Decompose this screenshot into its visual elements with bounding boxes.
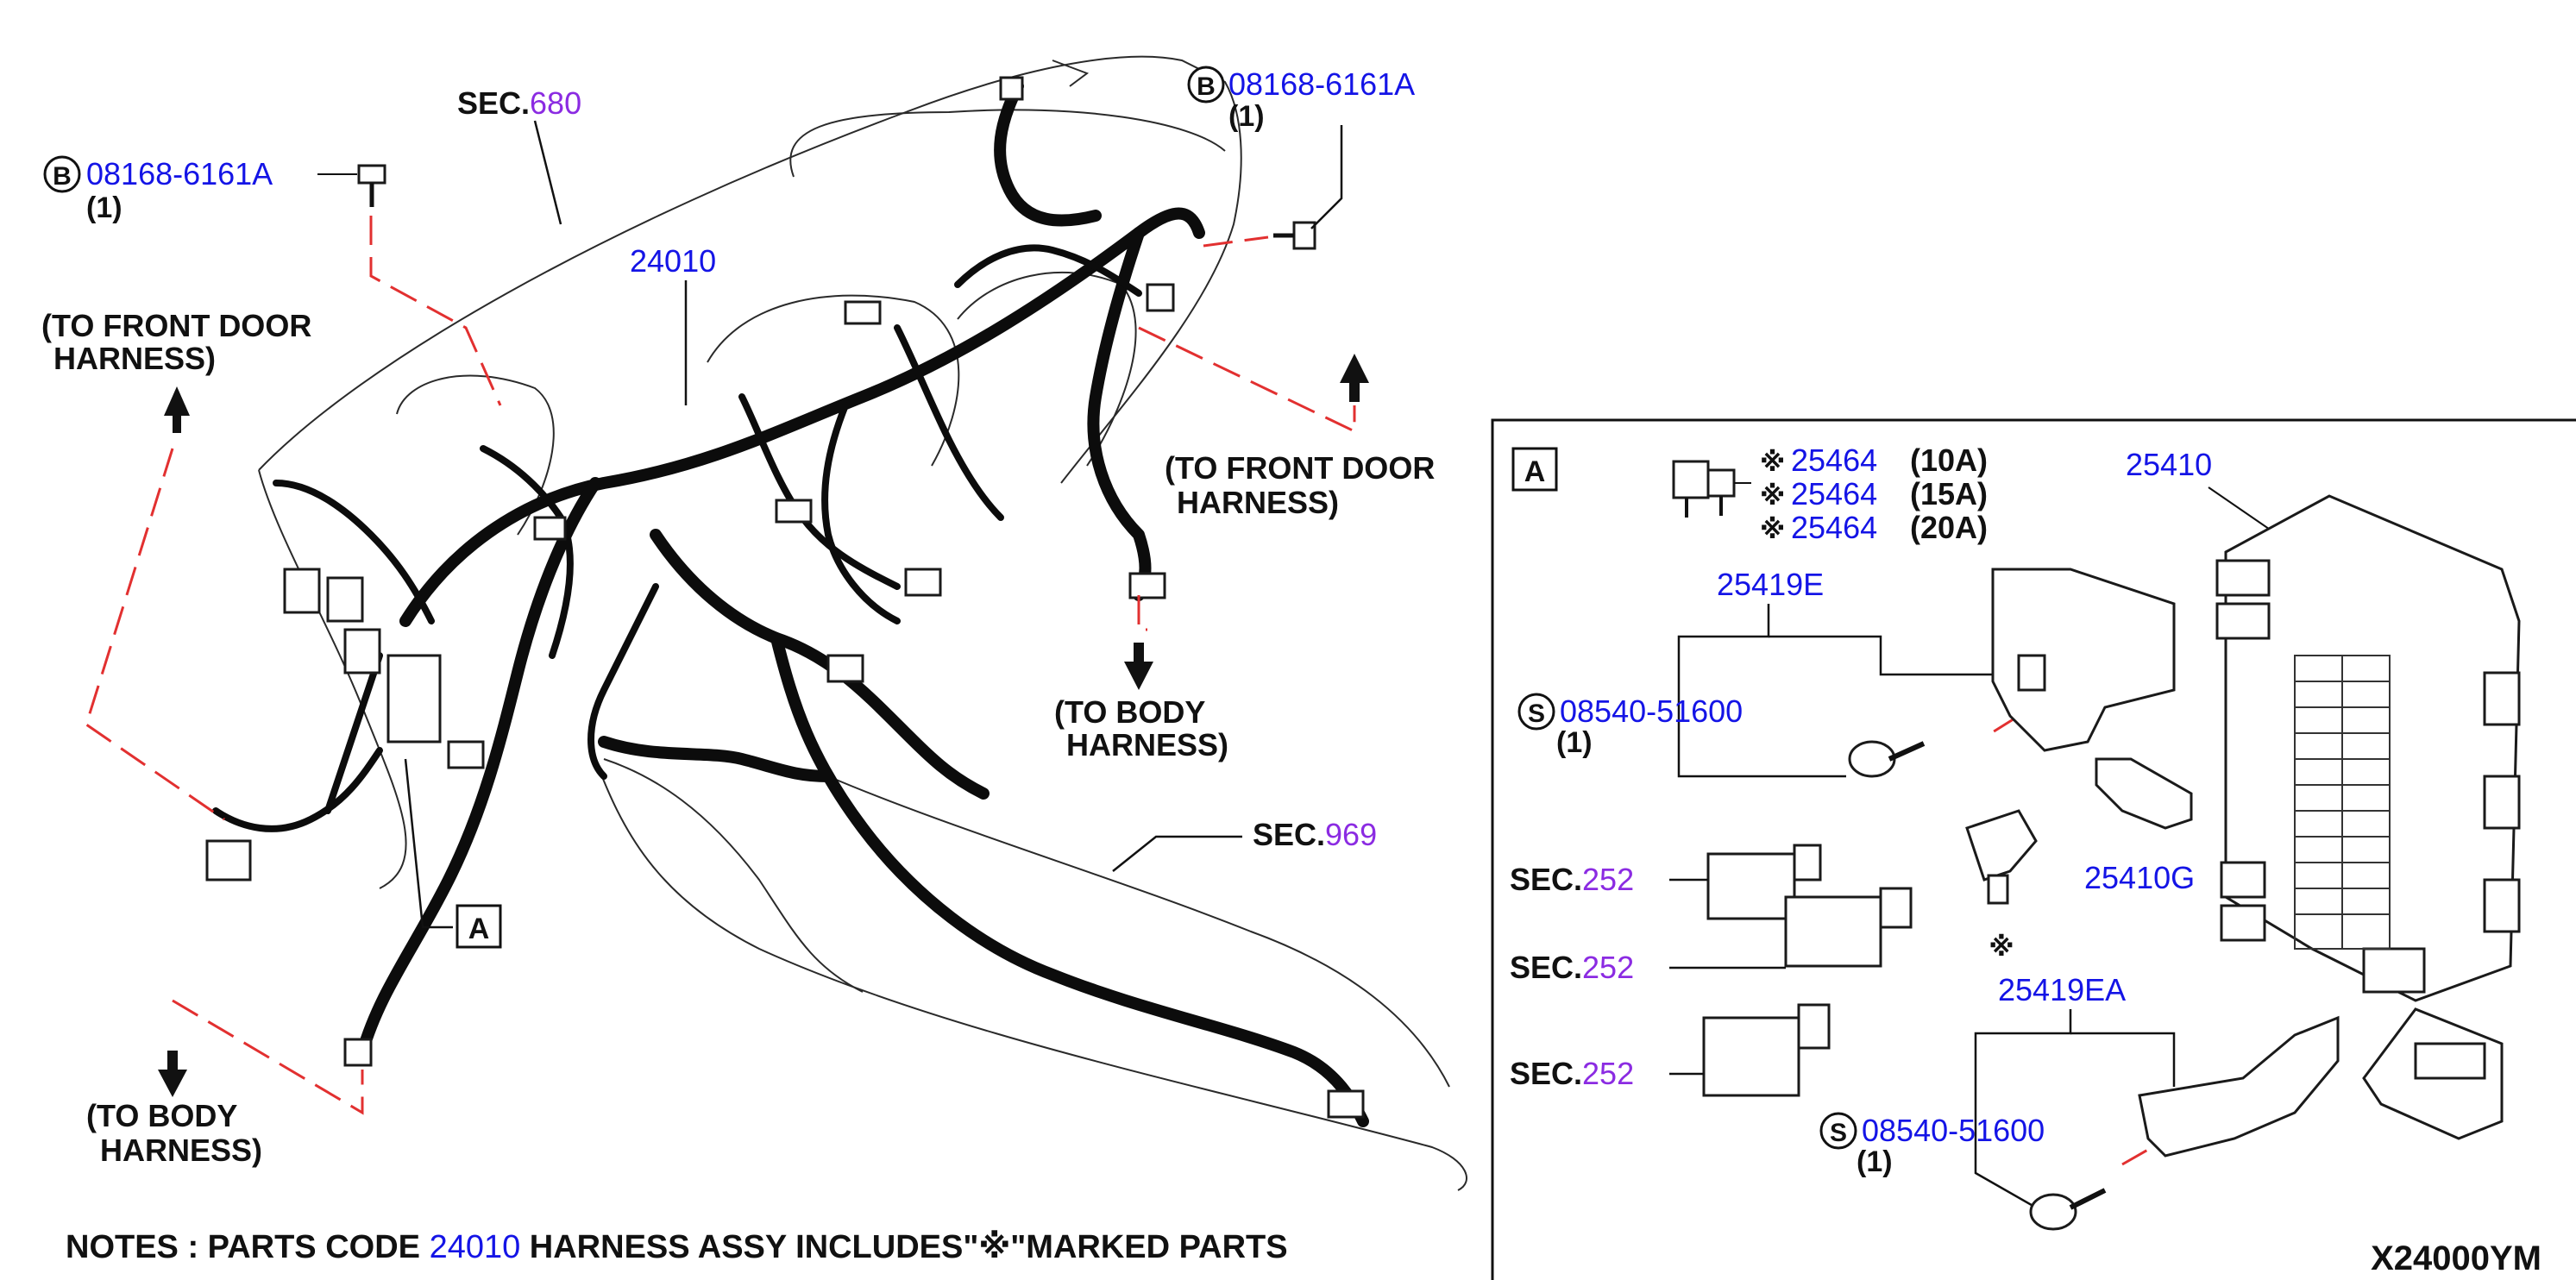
screw-bottom-callout[interactable]: S 08540-51600 (1) <box>1819 1112 2045 1178</box>
relay-2-sec-label[interactable]: SEC.252 <box>1510 950 1634 985</box>
bracket-bottom-icon[interactable] <box>2138 1015 2340 1158</box>
to-body-mid-line1: (TO BODY <box>1054 694 1205 730</box>
to-body-left-line2: HARNESS) <box>100 1133 262 1168</box>
fuse-icon[interactable] <box>1672 460 1736 518</box>
bolt-left-qty: (1) <box>86 191 123 224</box>
bracket-bottom-leader <box>1974 1009 2176 1209</box>
leader-lines <box>404 120 1343 929</box>
fuse-puller-icon[interactable] <box>1965 809 2038 905</box>
clip-icon[interactable] <box>2095 757 2193 830</box>
arrow-up-right-icon <box>1340 354 1369 402</box>
relay-3-icon[interactable] <box>1702 1003 1831 1097</box>
relay-1-icon[interactable] <box>1706 844 1822 920</box>
bolt-right-qty: (1) <box>1228 100 1265 133</box>
fuse-rating-10a: (10A) <box>1910 442 1988 478</box>
arrow-down-mid-icon <box>1124 643 1153 690</box>
bolt-right-callout[interactable]: B 08168-6161A (1) <box>1187 66 1415 133</box>
instrument-panel-outline <box>258 55 1467 1191</box>
fuse-part-15a[interactable]: 25464 <box>1791 476 1877 511</box>
to-body-left-line1: (TO BODY <box>86 1098 237 1133</box>
relay-leaders <box>1669 878 1786 1076</box>
sec-680-label[interactable]: SEC.680 <box>457 85 581 121</box>
main-harness-part-number[interactable]: 24010 <box>630 243 716 279</box>
main-harness-wires <box>212 80 1369 1127</box>
bolt-left-callout[interactable]: B 08168-6161A (1) <box>43 155 273 224</box>
diagram-code: X24000YM <box>2371 1239 2541 1277</box>
clip-part-number[interactable]: 25410G <box>2084 860 2195 895</box>
bracket-top-icon[interactable] <box>1991 568 2176 752</box>
detail-ref-left-label: A <box>468 913 490 945</box>
notes-line: NOTES : PARTS CODE 24010 HARNESS ASSY IN… <box>66 1229 1288 1265</box>
screw-top-qty: (1) <box>1556 726 1593 759</box>
to-body-mid-line2: HARNESS) <box>1066 727 1228 762</box>
sec-969-label[interactable]: SEC.969 <box>1253 817 1377 852</box>
fuse-item-15a[interactable]: ※ 25464 (15A) <box>1760 476 1988 511</box>
detail-a-panel <box>1491 418 2576 1280</box>
screw-bottom-icon[interactable] <box>2029 1188 2107 1231</box>
arrow-down-left-icon <box>158 1051 187 1097</box>
to-front-door-right-line2: HARNESS) <box>1177 485 1339 520</box>
detail-ref-right-label: A <box>1524 455 1546 488</box>
bracket-bottom-part-number[interactable]: 25419EA <box>1998 972 2126 1007</box>
fuse-rating-20a: (20A) <box>1910 510 1988 545</box>
arrow-up-left-icon <box>164 386 190 433</box>
fuse-mark-10a: ※ <box>1760 449 1785 477</box>
relay-1-sec-label[interactable]: SEC.252 <box>1510 862 1634 897</box>
screw-top-icon[interactable] <box>1848 740 1926 778</box>
fuse-mark-15a: ※ <box>1760 482 1785 511</box>
fuse-list: ※ 25464 (10A) ※ 25464 (15A) ※ 25464 (20A… <box>1760 442 1988 545</box>
bracket-top-leader <box>1677 604 2001 778</box>
relay-3-sec-label[interactable]: SEC.252 <box>1510 1056 1634 1091</box>
fuse-block-slots <box>2294 655 2391 950</box>
bolt-left-circle-letter: B <box>53 162 72 191</box>
detail-ref-box-left[interactable]: A <box>456 904 502 949</box>
fuse-rating-15a: (15A) <box>1910 476 1988 511</box>
screw-bottom-circle-letter: S <box>1830 1119 1847 1147</box>
fuse-puller-mark: ※ <box>1989 933 2014 962</box>
bolt-right-circle-letter: B <box>1197 72 1216 101</box>
fuse-item-20a[interactable]: ※ 25464 (20A) <box>1760 510 1988 545</box>
bolt-right-part-number[interactable]: 08168-6161A <box>1228 66 1415 102</box>
bolt-right-icon[interactable] <box>1273 221 1316 250</box>
fuse-block-cover-icon[interactable] <box>2362 1007 2504 1140</box>
detail-ref-box-right: A <box>1511 447 1558 492</box>
to-front-door-left-line1: (TO FRONT DOOR <box>41 308 311 343</box>
screw-bottom-part-number[interactable]: 08540-51600 <box>1862 1113 2045 1148</box>
fuse-mark-20a: ※ <box>1760 516 1785 544</box>
fuse-item-10a[interactable]: ※ 25464 (10A) <box>1760 442 1988 478</box>
fuse-block-part-number[interactable]: 25410 <box>2126 447 2212 482</box>
relay-2-icon[interactable] <box>1784 887 1913 968</box>
screw-top-callout[interactable]: S 08540-51600 (1) <box>1517 693 1743 759</box>
screw-bottom-qty: (1) <box>1857 1145 1893 1178</box>
screw-top-circle-letter: S <box>1528 700 1545 728</box>
to-front-door-left-line2: HARNESS) <box>53 341 216 376</box>
fuse-part-20a[interactable]: 25464 <box>1791 510 1877 545</box>
bolt-left-icon[interactable] <box>317 164 386 207</box>
to-front-door-right-line1: (TO FRONT DOOR <box>1165 450 1435 486</box>
screw-top-part-number[interactable]: 08540-51600 <box>1560 693 1743 729</box>
harness-connectors <box>205 76 1365 1119</box>
fuse-part-10a[interactable]: 25464 <box>1791 442 1877 478</box>
bolt-left-part-number[interactable]: 08168-6161A <box>86 156 273 191</box>
bracket-top-part-number[interactable]: 25419E <box>1717 567 1824 602</box>
fuse-block-icon[interactable] <box>2208 486 2521 1002</box>
guide-lines <box>85 216 2183 1166</box>
